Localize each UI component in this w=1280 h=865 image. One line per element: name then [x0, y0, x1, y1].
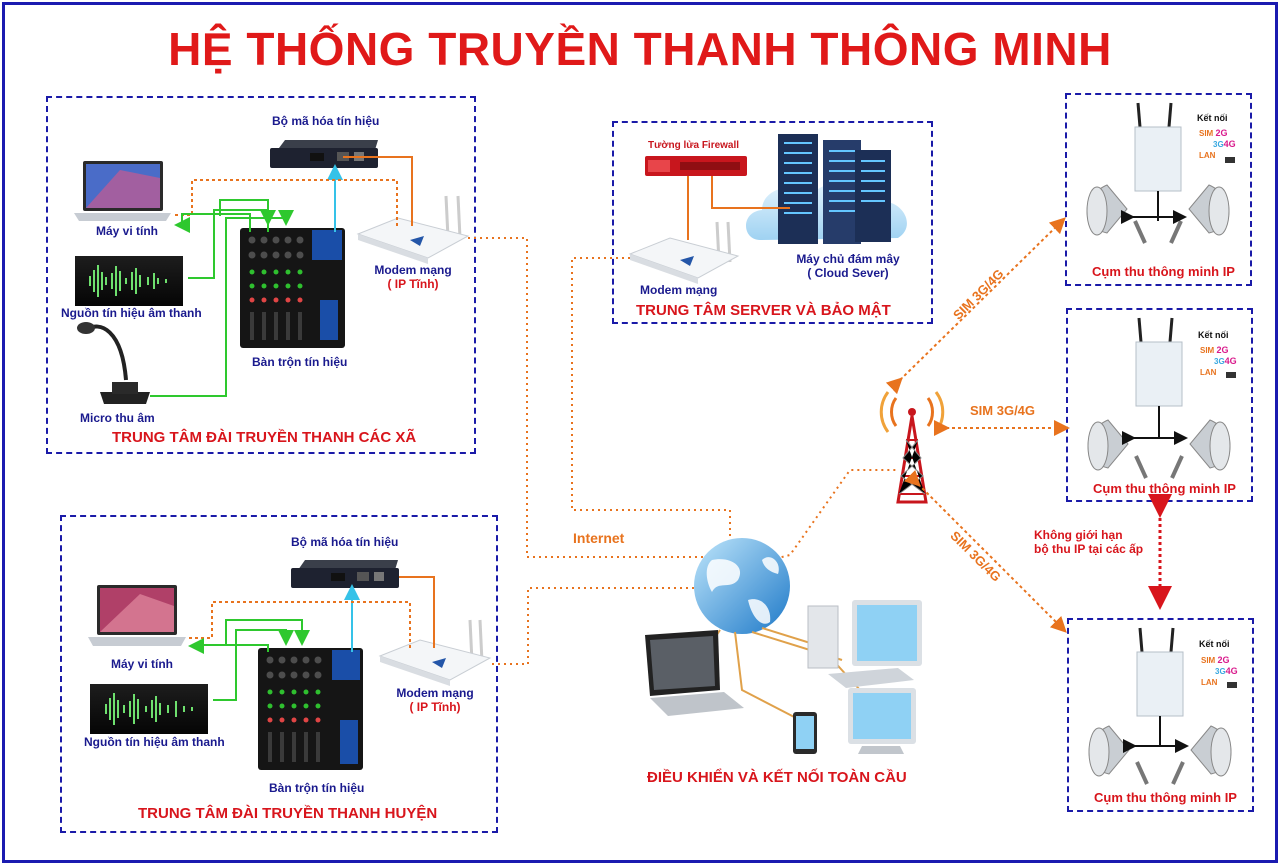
mixer-label-commune: Bàn trộn tín hiệu — [252, 355, 348, 369]
receiver-sim-label-1: SIM — [1199, 129, 1214, 138]
receiver-lan-label-2: LAN — [1200, 368, 1217, 377]
audio-source-image-commune — [75, 256, 183, 306]
receiver-lan-label-1: LAN — [1199, 151, 1216, 160]
global-section-title: ĐIỀU KHIỂN VÀ KẾT NỐI TOÀN CẦU — [647, 769, 907, 786]
receiver-sim-row-1: SIM 2G — [1199, 128, 1227, 138]
modem-device-server — [628, 221, 740, 284]
modem-label-commune-line1: Modem mạng — [374, 263, 452, 277]
receiver-connect-2: Kết nối — [1198, 330, 1229, 340]
receiver-sim-row-2: SIM 2G — [1200, 345, 1228, 355]
receiver-label-3: Cụm thu thông minh IP — [1094, 790, 1237, 805]
cloud-server-label-line1: Máy chủ đám mây — [796, 252, 900, 266]
modem-label-district-line1: Modem mạng — [396, 686, 474, 700]
receiver-box-3 — [1067, 618, 1254, 812]
receiver-4g-label-1: 4G — [1223, 139, 1236, 149]
desktop-pc-global — [807, 600, 922, 688]
microphone-device-commune — [77, 322, 150, 404]
internet-label: Internet — [573, 530, 625, 546]
tower-links — [885, 217, 1070, 633]
tower-link-label-2: SIM 3G/4G — [970, 403, 1036, 418]
audio-source-label-commune: Nguồn tín hiệu âm thanh — [61, 306, 202, 320]
phone-global — [793, 712, 817, 754]
limit-note: Không giới hạn bộ thu IP tại các ấp — [1034, 528, 1143, 556]
server-links — [687, 176, 790, 240]
receiver-connect-title-2: Kết nối — [1198, 330, 1229, 340]
receiver-2g-label-2: 2G — [1216, 345, 1229, 355]
receiver-box-1 — [1065, 93, 1252, 286]
receiver-sim-label-3: SIM — [1201, 656, 1216, 665]
commune-section-title: TRUNG TÂM ĐÀI TRUYỀN THANH CÁC XÃ — [112, 429, 417, 446]
district-links — [188, 576, 435, 701]
receiver-2g-label-3: 2G — [1217, 655, 1230, 665]
modem-label-commune-line2: ( IP Tĩnh) — [387, 277, 439, 291]
commune-center-box — [46, 96, 476, 454]
cloud-server-label-line2: ( Cloud Sever) — [807, 266, 889, 280]
audio-source-image-district — [90, 684, 208, 734]
mixer-device-commune — [240, 228, 345, 348]
district-center-box — [60, 515, 498, 833]
receiver-label-1: Cụm thu thông minh IP — [1092, 264, 1235, 279]
limit-note-line2: bộ thu IP tại các ấp — [1034, 542, 1144, 556]
audio-source-label-district: Nguồn tín hiệu âm thanh — [84, 735, 225, 749]
receiver-connect-3: Kết nối — [1199, 639, 1230, 649]
laptop-device-commune — [74, 161, 171, 221]
mixer-device-district — [258, 648, 363, 770]
monitor-global — [848, 688, 916, 754]
receiver-2g-label-1: 2G — [1215, 128, 1228, 138]
commune-links — [150, 156, 413, 397]
firewall-label: Tường lửa Firewall — [648, 140, 740, 151]
receiver-connect-title-1: Kết nối — [1197, 113, 1228, 123]
laptop-device-district — [88, 585, 186, 646]
page-title: HỆ THỐNG TRUYỀN THANH THÔNG MINH — [168, 23, 1112, 75]
district-section-title: TRUNG TÂM ĐÀI TRUYỀN THANH HUYỆN — [138, 805, 438, 822]
receiver-3g-label-1: 3G — [1213, 140, 1224, 149]
encoder-label-commune: Bộ mã hóa tín hiệu — [272, 114, 380, 128]
modem-label-district: Modem mạng ( IP Tĩnh) — [394, 686, 476, 714]
limit-note-line1: Không giới hạn — [1034, 528, 1123, 542]
cloud-server-label: Máy chủ đám mây ( Cloud Sever) — [790, 252, 906, 280]
cloud-server-device — [746, 134, 907, 244]
internet-links — [468, 237, 898, 665]
receiver-3g4g-row-2: 3G4G — [1214, 356, 1237, 366]
modem-device-commune — [356, 195, 470, 264]
encoder-label-district: Bộ mã hóa tín hiệu — [291, 535, 399, 549]
globe-icon — [694, 538, 790, 634]
modem-label-district-line2: ( IP Tĩnh) — [409, 700, 461, 714]
receiver-3g4g-row-1: 3G4G — [1213, 139, 1236, 149]
receiver-lan-label-3: LAN — [1201, 678, 1218, 687]
mixer-label-district: Bàn trộn tín hiệu — [269, 781, 365, 795]
receiver-connect-title-3: Kết nối — [1199, 639, 1230, 649]
modem-label-commune: Modem mạng ( IP Tĩnh) — [372, 263, 454, 291]
receiver-sim-label-2: SIM — [1200, 346, 1215, 355]
receiver-3g4g-row-3: 3G4G — [1215, 666, 1238, 676]
receiver-connect-1: Kết nối — [1197, 113, 1228, 123]
laptop-global — [645, 630, 744, 716]
receiver-4g-label-3: 4G — [1225, 666, 1238, 676]
encoder-device-commune — [270, 140, 378, 168]
firewall-device — [645, 156, 747, 176]
microphone-label-commune: Micro thu âm — [80, 411, 155, 425]
receiver-sim-row-3: SIM 2G — [1201, 655, 1229, 665]
computer-label-commune: Máy vi tính — [96, 224, 159, 238]
encoder-device-district — [291, 560, 399, 588]
receiver-label-2: Cụm thu thông minh IP — [1093, 481, 1236, 496]
receiver-graphic-3 — [1088, 627, 1237, 785]
computer-label-district: Máy vi tính — [111, 657, 174, 671]
receiver-3g-label-3: 3G — [1215, 667, 1226, 676]
modem-device-district — [378, 619, 492, 686]
receiver-4g-label-2: 4G — [1224, 356, 1237, 366]
receiver-3g-label-2: 3G — [1214, 357, 1225, 366]
receiver-graphic-2 — [1087, 317, 1236, 479]
server-section-title: TRUNG TÂM SERVER VÀ BẢO MẬT — [636, 302, 891, 319]
server-modem-label: Modem mạng — [640, 283, 718, 297]
receiver-graphic-1 — [1086, 102, 1235, 244]
cell-tower-icon — [879, 391, 945, 504]
